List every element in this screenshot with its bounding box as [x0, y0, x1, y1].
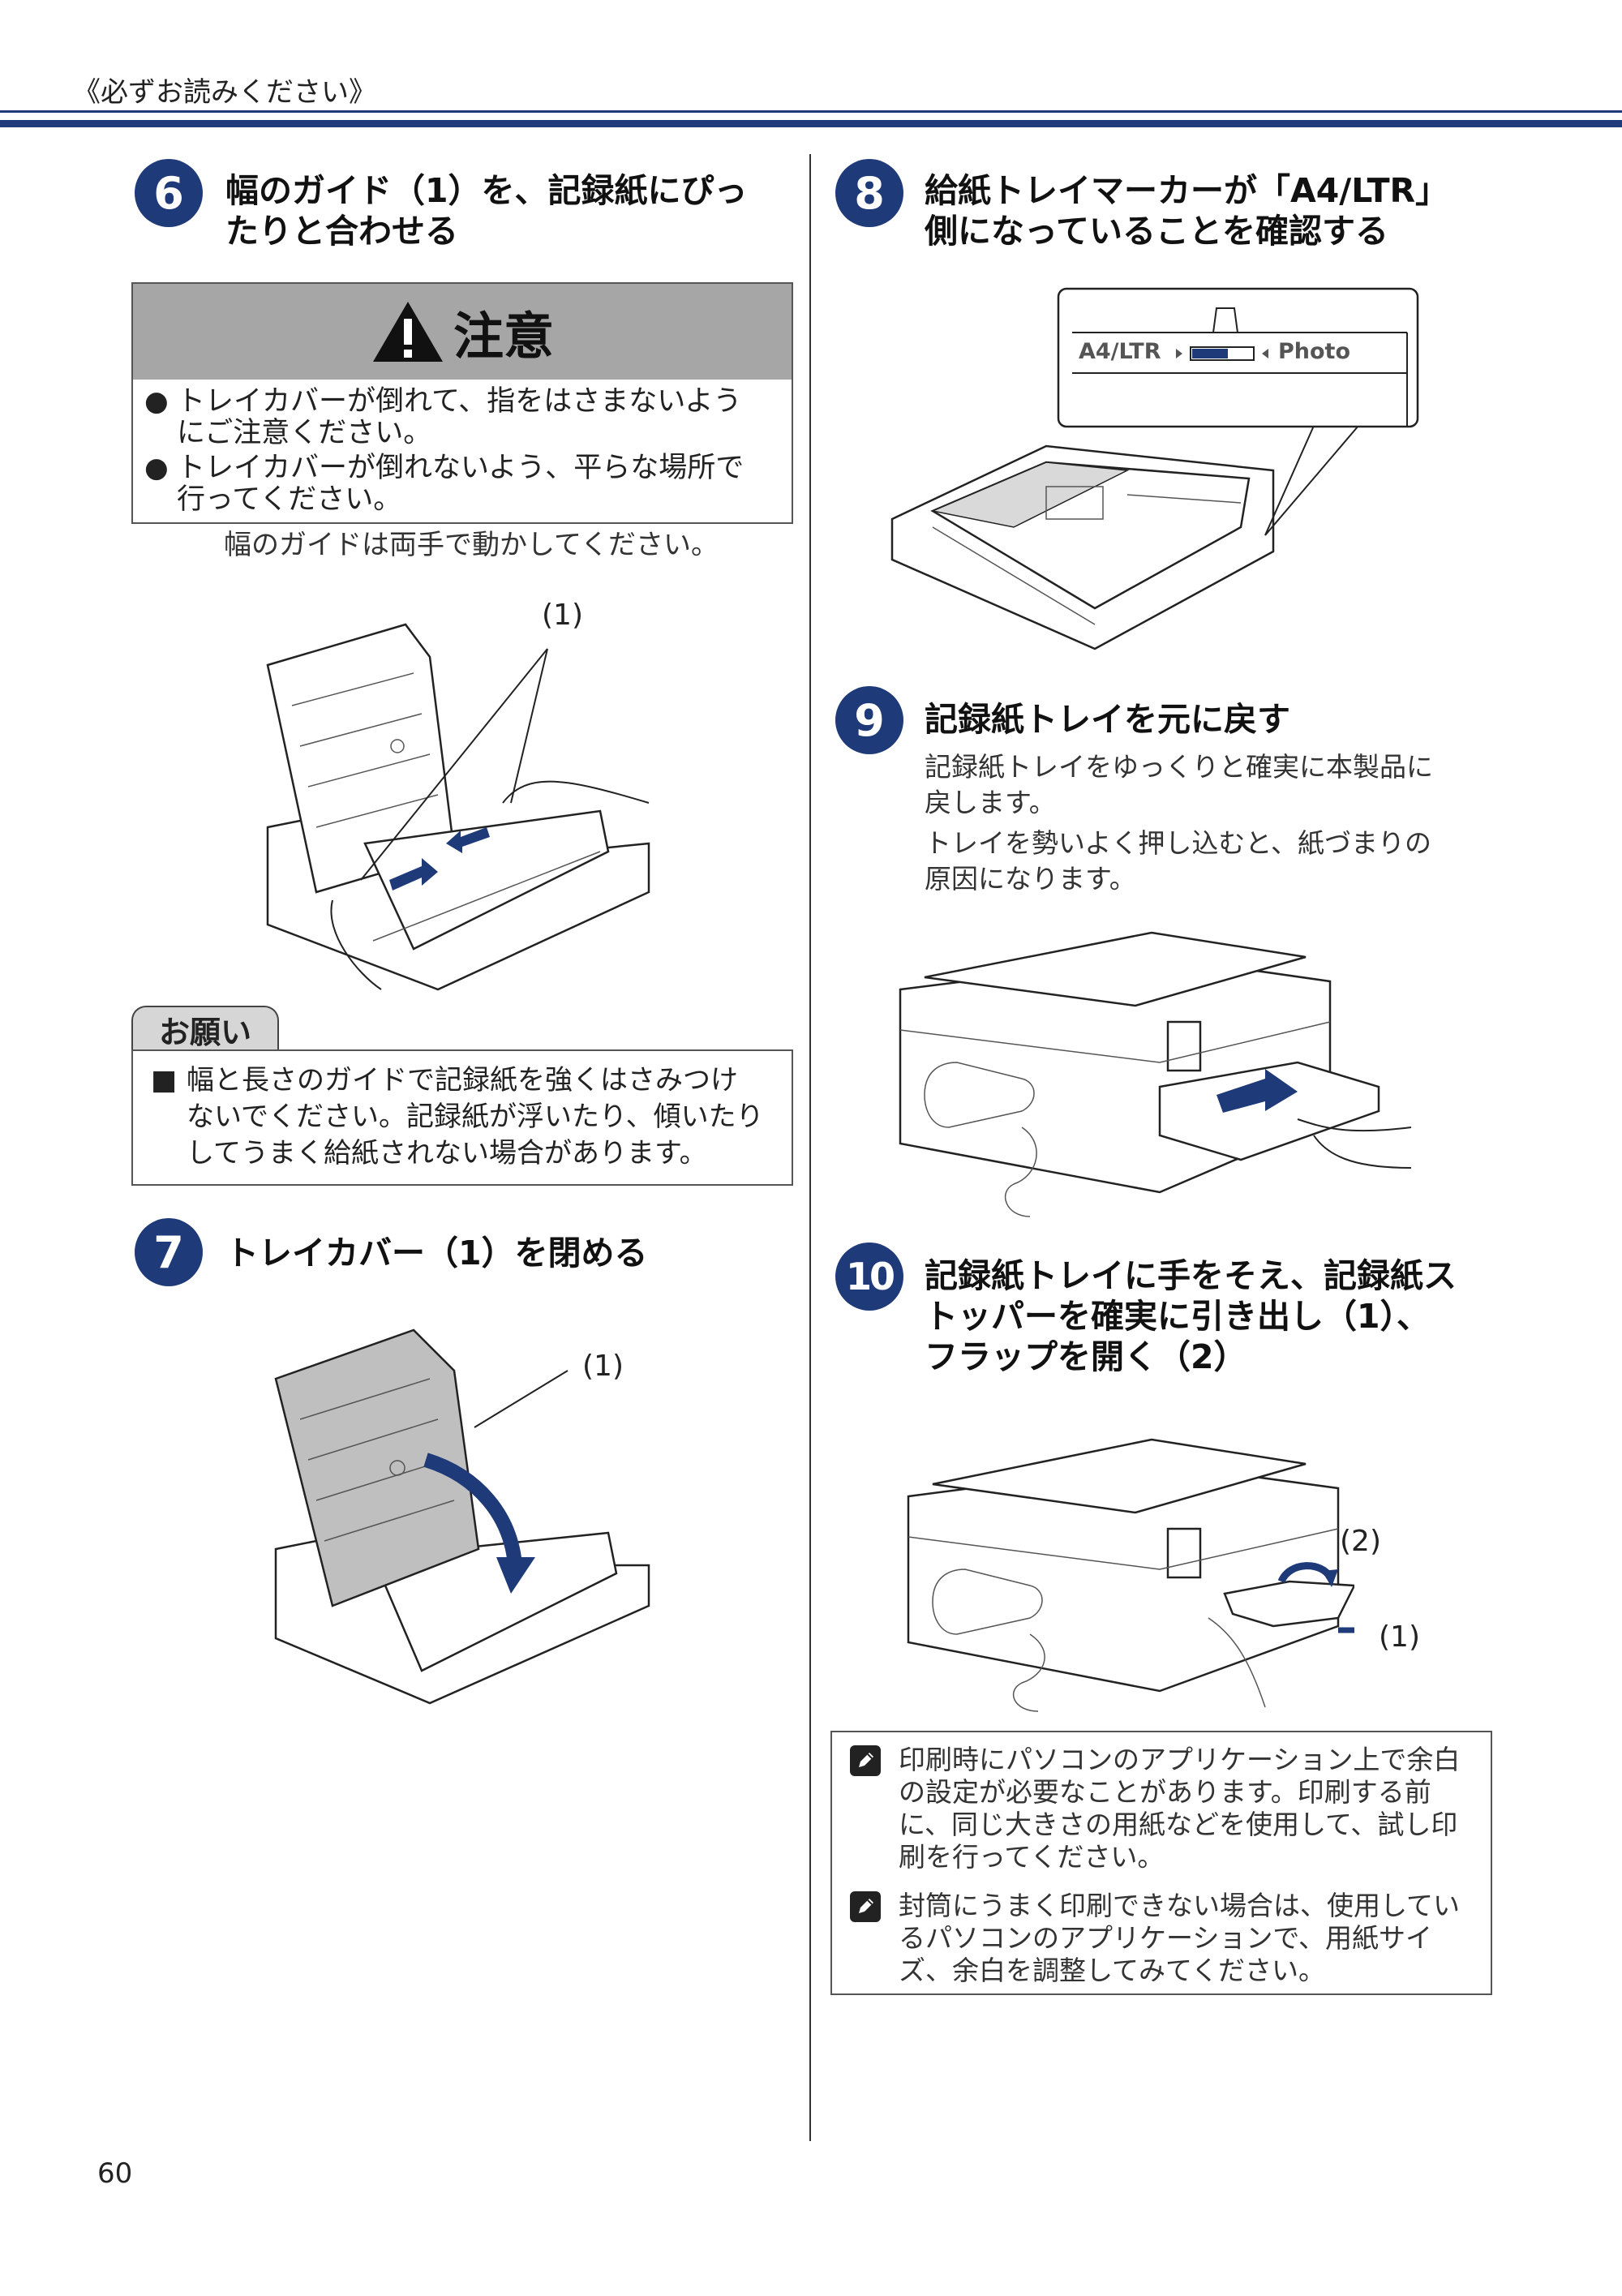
step-8-title: 給紙トレイマーカーが「A4/LTR」 側になっていることを確認する [925, 170, 1492, 251]
note-1-line3: に、同じ大きさの用紙などを使用して、試し印 [899, 1809, 1458, 1840]
step-10-title-line1: 記録紙トレイに手をそえ、記録紙ス [925, 1256, 1457, 1295]
page-number: 60 [97, 2157, 133, 2190]
note-2-line3: ズ、余白を調整してみてください。 [899, 1955, 1326, 1986]
caution-title: 注意 [453, 307, 554, 366]
request-line2: ないでください。記録紙が浮いたり、傾いたり [187, 1101, 764, 1133]
note-1-line2: の設定が必要なことがあります。印刷する前 [899, 1776, 1431, 1808]
step-6-title-line2: たりと合わせる [225, 212, 458, 251]
step-9-body-1-line1: 記録紙トレイをゆっくりと確実に本製品に [925, 751, 1433, 783]
running-header: 《必ずお読みください》 [73, 76, 376, 109]
step-6-title: 幅のガイド（1）を、記録紙にぴっ たりと合わせる [225, 170, 793, 251]
request-tab: お願い [131, 1006, 279, 1051]
marker-a4-ltr-label: A4/LTR [1079, 339, 1161, 364]
step-9-badge: 9 [835, 686, 903, 754]
header-rule-thin [0, 110, 1622, 113]
step-9-title: 記録紙トレイを元に戻す [925, 700, 1290, 739]
note-1-line1: 印刷時にパソコンのアプリケーション上で余白 [899, 1744, 1461, 1775]
note-1-line4: 刷を行ってください。 [899, 1841, 1165, 1873]
step-7-badge: 7 [135, 1218, 203, 1286]
column-divider [809, 154, 811, 2141]
figure-7-tray-cover-illustration [274, 1328, 650, 1705]
marker-photo-label: Photo [1278, 339, 1351, 364]
note-2-line2: るパソコンのアプリケーションで、用紙サイ [899, 1922, 1433, 1954]
note-box: 印刷時にパソコンのアプリケーション上で余白 の設定が必要なことがあります。印刷す… [830, 1731, 1492, 1995]
figure-7-label-1: (1) [582, 1350, 624, 1383]
bullet-icon: ● [144, 452, 169, 484]
caution-item-1-line1: トレイカバーが倒れて、指をはさまないよう [177, 385, 742, 418]
caution-item-1-line2: にご注意ください。 [177, 417, 432, 449]
step-6-badge: 6 [135, 159, 203, 227]
caution-list: ● トレイカバーが倒れて、指をはさまないよう にご注意ください。 ● トレイカバ… [144, 386, 785, 519]
figure-10-printer-stopper-illustration [907, 1438, 1354, 1712]
step-9-body-1-line2: 戻します。 [925, 787, 1056, 818]
step-8-badge: 8 [835, 159, 903, 227]
caution-item-2: ● トレイカバーが倒れないよう、平らな場所で 行ってください。 [144, 453, 785, 516]
caution-note: 幅のガイドは両手で動かしてください。 [224, 529, 719, 561]
note-item-1: 印刷時にパソコンのアプリケーション上で余白 の設定が必要なことがあります。印刷す… [850, 1744, 1474, 1873]
step-9-body-2: トレイを勢いよく押し込むと、紙づまりの 原因になります。 [925, 826, 1508, 897]
caution-item-2-line2: 行ってください。 [177, 483, 402, 516]
step-9-body-1: 記録紙トレイをゆっくりと確実に本製品に 戻します。 [925, 749, 1508, 821]
step-7-title: トレイカバー（1）を閉める [225, 1234, 648, 1272]
figure-6-label-1: (1) [542, 599, 583, 632]
note-item-2: 封筒にうまく印刷できない場合は、使用してい るパソコンのアプリケーションで、用紙… [850, 1890, 1474, 1987]
square-bullet-icon: ■ [151, 1064, 178, 1097]
pencil-note-icon [850, 1745, 881, 1776]
step-6-title-line1: 幅のガイド（1）を、記録紙にぴっ [225, 171, 748, 210]
figure-9-printer-illustration [899, 931, 1412, 1217]
request-box: ■ 幅と長さのガイドで記録紙を強くはさみつけ ないでください。記録紙が浮いたり、… [131, 1049, 793, 1186]
figure-6-paper-tray-illustration [266, 623, 650, 991]
step-8-title-line1: 給紙トレイマーカーが「A4/LTR」 [925, 171, 1449, 210]
caution-item-1: ● トレイカバーが倒れて、指をはさまないよう にご注意ください。 [144, 386, 785, 449]
request-line1: 幅と長さのガイドで記録紙を強くはさみつけ [187, 1064, 738, 1097]
step-10-title-line2: トッパーを確実に引き出し（1）、 [925, 1297, 1431, 1336]
step-9-body-2-line1: トレイを勢いよく押し込むと、紙づまりの [925, 827, 1432, 859]
warning-triangle-icon [372, 302, 443, 362]
step-10-title: 記録紙トレイに手をそえ、記録紙ス トッパーを確実に引き出し（1）、 フラップを開… [925, 1255, 1508, 1377]
step-8-title-line2: 側になっていることを確認する [925, 212, 1388, 251]
bullet-icon: ● [144, 385, 169, 418]
caution-box: 注意 ● トレイカバーが倒れて、指をはさまないよう にご注意ください。 ● トレ… [131, 282, 793, 524]
step-9-body-2-line2: 原因になります。 [925, 863, 1136, 895]
figure-10-label-1: (1) [1379, 1620, 1420, 1654]
note-2-line1: 封筒にうまく印刷できない場合は、使用してい [899, 1890, 1461, 1921]
request-text: ■ 幅と長さのガイドで記録紙を強くはさみつけ ないでください。記録紙が浮いたり、… [151, 1062, 775, 1172]
pencil-note-icon [850, 1891, 881, 1922]
step-10-badge: 10 [835, 1242, 903, 1311]
figure-10-label-2: (2) [1340, 1525, 1381, 1558]
caution-item-2-line1: トレイカバーが倒れないよう、平らな場所で [177, 452, 744, 484]
caution-header: 注意 [133, 284, 792, 380]
request-line3: してうまく給紙されない場合があります。 [187, 1137, 707, 1169]
header-rule-thick [0, 120, 1622, 127]
figure-8-tray-marker-illustration [890, 287, 1419, 650]
step-10-title-line3: フラップを開く（2） [925, 1337, 1247, 1376]
